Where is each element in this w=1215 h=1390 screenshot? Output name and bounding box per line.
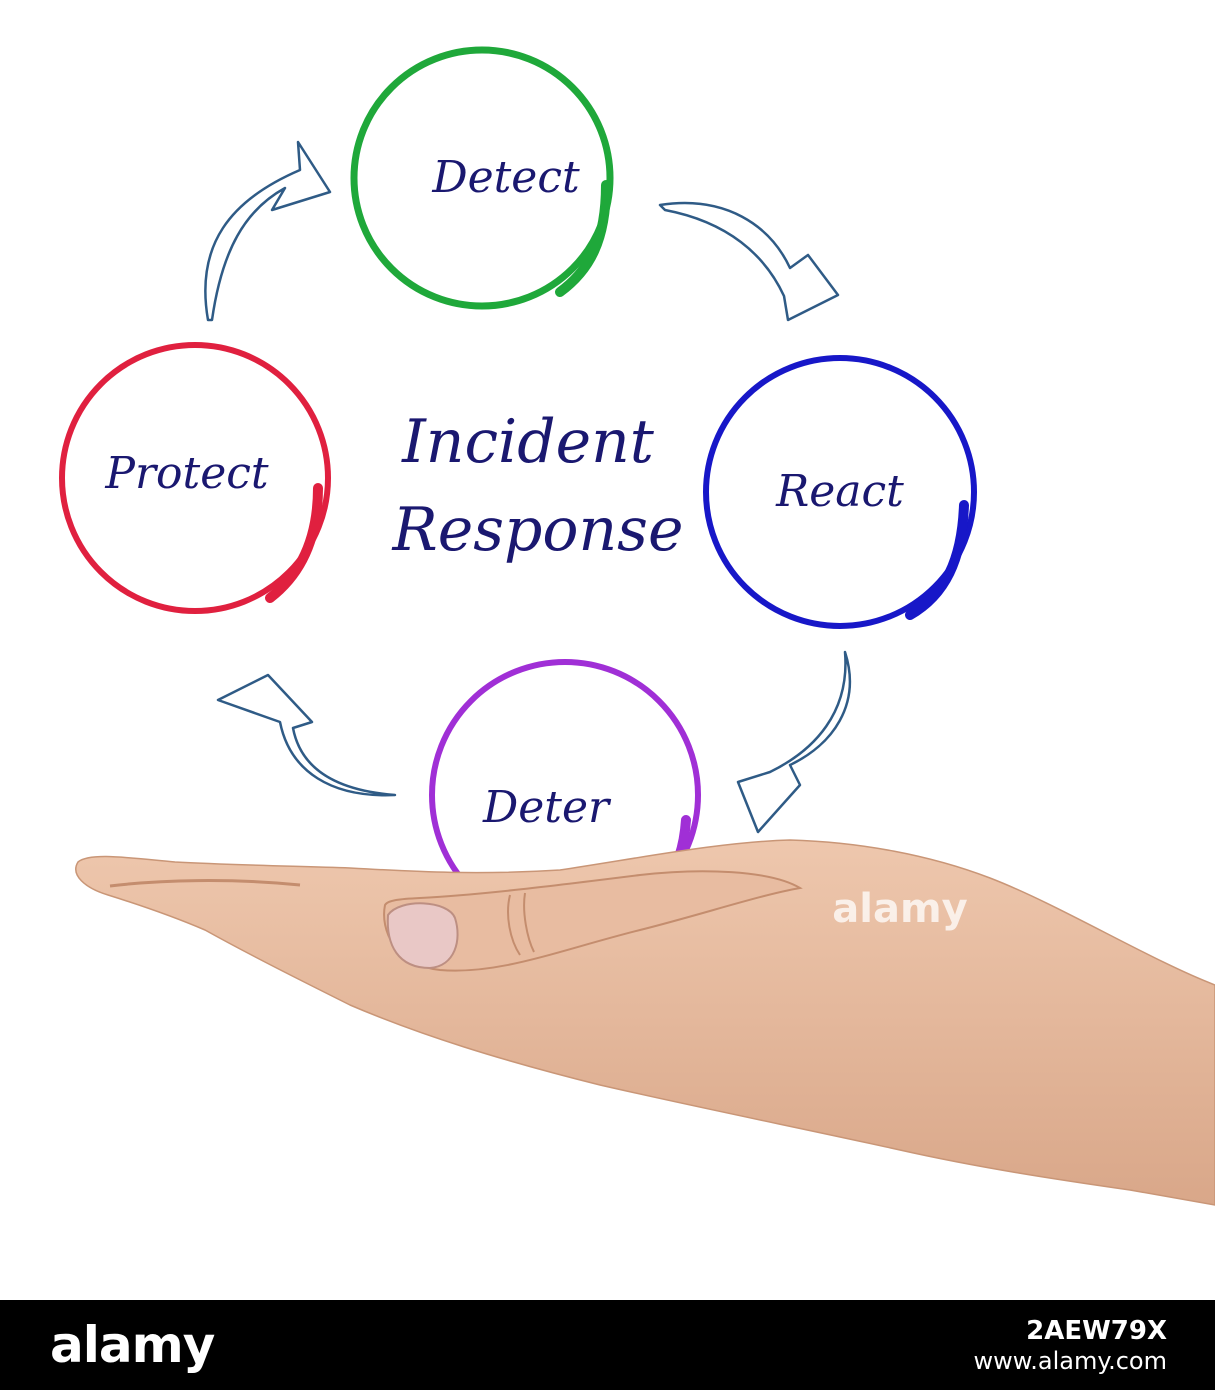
node-circle-detect-accent (555, 180, 611, 297)
node-label-react: React (775, 466, 904, 517)
node-react: React (703, 355, 977, 629)
node-circle-react (703, 355, 977, 629)
node-circle-detect (350, 46, 614, 310)
image-footer-bar: alamy 2AEW79X www.alamy.com (0, 1300, 1215, 1390)
title-line-1: Incident (401, 407, 655, 477)
open-hand-image (75, 839, 1215, 1206)
cycle-arrows (204, 140, 851, 834)
footer-meta: 2AEW79X www.alamy.com (974, 1316, 1167, 1376)
node-protect: Protect (59, 342, 331, 614)
watermark-text: alamy (832, 886, 967, 932)
hand-thumbnail (386, 902, 459, 970)
arrow-deter-to-protect (216, 673, 397, 797)
arrow-protect-to-detect (204, 140, 332, 322)
hand-palm (75, 839, 1215, 1206)
hand-thumb (383, 870, 803, 972)
footer-logo: alamy (50, 1316, 215, 1374)
arrow-detect-to-react (658, 201, 840, 322)
node-label-protect: Protect (104, 448, 268, 499)
node-label-detect: Detect (431, 152, 580, 203)
node-circle-protect-accent (265, 483, 323, 603)
node-detect: Detect (350, 46, 614, 310)
title-line-2: Response (392, 495, 684, 565)
hand-finger-crease (109, 879, 301, 888)
node-circle-protect (59, 342, 331, 614)
node-circle-react-accent (905, 500, 969, 620)
footer-image-id: 2AEW79X (1026, 1316, 1167, 1346)
arrow-react-to-deter (736, 650, 851, 834)
hand-knuckle-lines (507, 892, 535, 956)
footer-site: www.alamy.com (973, 1347, 1167, 1375)
node-label-deter: Deter (482, 782, 612, 833)
diagram-title: Incident Response (392, 407, 684, 565)
